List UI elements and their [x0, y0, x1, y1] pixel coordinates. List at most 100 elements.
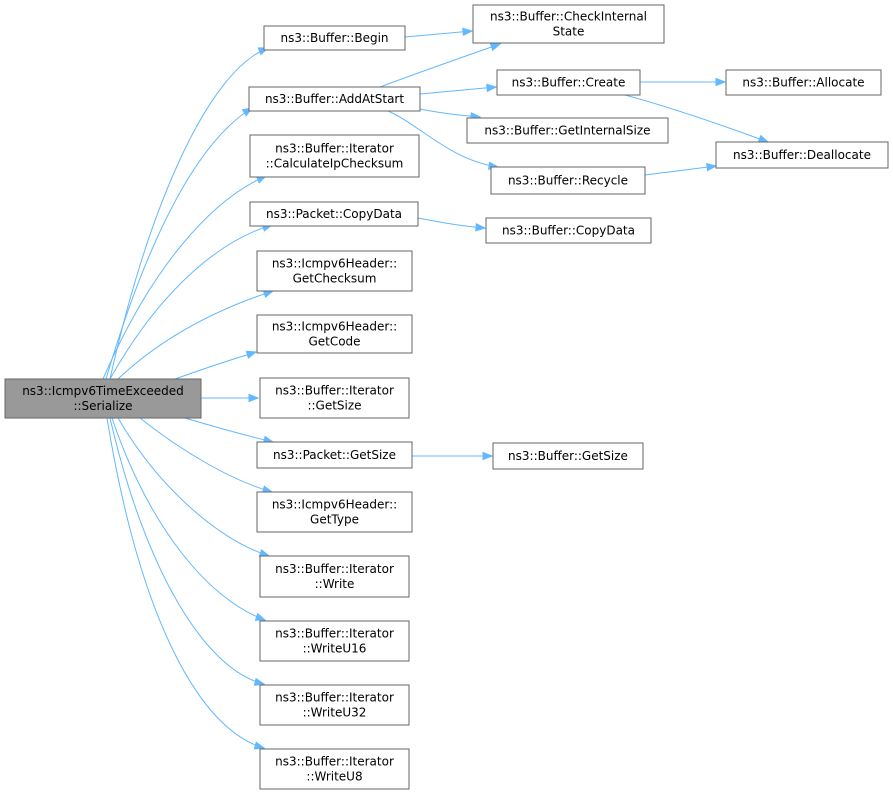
node-box[interactable]	[263, 25, 406, 51]
node-box[interactable]	[256, 441, 413, 469]
node-label: State	[553, 25, 585, 39]
node-label: ns3::Buffer::Iterator	[275, 691, 394, 705]
edge-addAtStart-to-create	[419, 83, 498, 95]
node-label: ns3::Buffer::CheckInternal	[490, 10, 647, 24]
node-box[interactable]	[256, 314, 413, 354]
node-bufGetSize[interactable]: ns3::Buffer::GetSize	[492, 442, 644, 470]
node-label: ns3::Buffer::AddAtStart	[265, 92, 404, 106]
edge-line	[111, 417, 266, 621]
node-label: ns3::Buffer::Recycle	[508, 174, 628, 188]
arrowhead-icon	[715, 77, 727, 87]
node-begin[interactable]: ns3::Buffer::Begin	[263, 25, 406, 51]
node-label: ns3::Buffer::Iterator	[275, 562, 394, 576]
node-calcIp[interactable]: ns3::Buffer::Iterator::CalculateIpChecks…	[249, 134, 420, 178]
node-getType[interactable]: ns3::Icmpv6Header::GetType	[256, 491, 413, 533]
edge-line	[139, 417, 273, 493]
node-box[interactable]	[259, 684, 410, 726]
edge-line	[109, 417, 265, 685]
nodes-layer: ns3::Icmpv6TimeExceeded::Serializens3::B…	[4, 4, 889, 790]
node-getCode[interactable]: ns3::Icmpv6Header::GetCode	[256, 314, 413, 354]
node-label: ns3::Buffer::GetInternalSize	[484, 124, 650, 138]
node-label: ns3::Buffer::Iterator	[275, 755, 394, 769]
node-box[interactable]	[256, 491, 413, 533]
node-box[interactable]	[496, 69, 641, 96]
node-iterGetSize[interactable]: ns3::Buffer::Iterator::GetSize	[259, 377, 410, 419]
node-writeU16[interactable]: ns3::Buffer::Iterator::WriteU16	[259, 620, 410, 662]
arrowhead-icon	[706, 162, 718, 172]
edge-line	[184, 417, 274, 443]
node-box[interactable]	[248, 86, 421, 112]
node-box[interactable]	[492, 442, 644, 470]
node-box[interactable]	[259, 748, 410, 790]
node-box[interactable]	[725, 69, 882, 96]
node-box[interactable]	[485, 217, 652, 244]
node-label: GetChecksum	[293, 272, 377, 286]
node-create[interactable]: ns3::Buffer::Create	[496, 69, 641, 96]
edge-root-to-write	[117, 417, 271, 558]
node-label: ns3::Buffer::Create	[512, 76, 626, 90]
node-label: ns3::Buffer::Deallocate	[733, 148, 871, 162]
node-label: ns3::Packet::CopyData	[266, 207, 402, 221]
node-label: ns3::Buffer::Iterator	[275, 627, 394, 641]
edge-line	[105, 107, 253, 380]
node-writeU32[interactable]: ns3::Buffer::Iterator::WriteU32	[259, 684, 410, 726]
node-box[interactable]	[249, 134, 420, 178]
node-box[interactable]	[715, 141, 889, 169]
arrowhead-icon	[757, 134, 770, 143]
edge-line	[174, 351, 257, 380]
node-write[interactable]: ns3::Buffer::Iterator::Write	[259, 555, 410, 598]
node-box[interactable]	[466, 117, 669, 144]
node-label: ns3::Buffer::CopyData	[502, 224, 635, 238]
node-label: ::GetSize	[307, 399, 361, 413]
edge-create-to-allocate	[640, 77, 727, 87]
node-box[interactable]	[259, 377, 410, 419]
node-label: ns3::Icmpv6Header::	[272, 257, 397, 271]
node-addAtStart[interactable]: ns3::Buffer::AddAtStart	[248, 86, 421, 112]
edge-root-to-iterGetSize	[201, 393, 260, 403]
node-writeU8[interactable]: ns3::Buffer::Iterator::WriteU8	[259, 748, 410, 790]
node-label: ::CalculateIpChecksum	[266, 157, 404, 171]
node-getInternalSize[interactable]: ns3::Buffer::GetInternalSize	[466, 117, 669, 144]
node-allocate[interactable]: ns3::Buffer::Allocate	[725, 69, 882, 96]
node-box[interactable]	[249, 201, 419, 227]
node-box[interactable]	[259, 555, 410, 598]
arrowhead-icon	[486, 83, 498, 93]
node-root[interactable]: ns3::Icmpv6TimeExceeded::Serialize	[4, 378, 202, 419]
node-label: GetCode	[308, 335, 360, 349]
edge-line	[379, 43, 501, 88]
node-label: ::Write	[315, 577, 355, 591]
edge-root-to-begin	[109, 47, 270, 380]
node-label: ns3::Icmpv6Header::	[272, 498, 397, 512]
node-box[interactable]	[4, 378, 202, 419]
arrowhead-icon	[489, 43, 502, 52]
node-getChecksum[interactable]: ns3::Icmpv6Header::GetChecksum	[256, 250, 413, 292]
edge-line	[624, 94, 769, 143]
node-label: ns3::Buffer::GetSize	[508, 449, 628, 463]
edge-line	[109, 224, 273, 380]
node-pktCopyData[interactable]: ns3::Packet::CopyData	[249, 201, 419, 227]
arrowhead-icon	[248, 393, 260, 403]
node-box[interactable]	[256, 250, 413, 292]
node-label: ns3::Buffer::Allocate	[742, 76, 864, 90]
node-box[interactable]	[490, 166, 646, 195]
edge-line	[419, 86, 497, 95]
arrowhead-icon	[482, 451, 494, 461]
edge-line	[106, 417, 265, 749]
node-deallocate[interactable]: ns3::Buffer::Deallocate	[715, 141, 889, 169]
node-label: ns3::Buffer::Begin	[280, 31, 388, 45]
node-bufCopyData[interactable]: ns3::Buffer::CopyData	[485, 217, 652, 244]
arrowhead-icon	[254, 612, 267, 621]
node-label: GetType	[310, 513, 359, 527]
node-label: ns3::Icmpv6Header::	[272, 320, 397, 334]
node-box[interactable]	[259, 620, 410, 662]
node-recycle[interactable]: ns3::Buffer::Recycle	[490, 166, 646, 195]
arrowhead-icon	[253, 677, 266, 686]
edge-line	[117, 290, 274, 380]
node-pktGetSize[interactable]: ns3::Packet::GetSize	[256, 441, 413, 469]
edge-line	[102, 175, 267, 380]
edge-root-to-calcIp	[102, 175, 268, 380]
node-box[interactable]	[472, 4, 665, 44]
edge-begin-to-checkInternal	[404, 27, 474, 38]
arrowhead-icon	[475, 223, 487, 232]
